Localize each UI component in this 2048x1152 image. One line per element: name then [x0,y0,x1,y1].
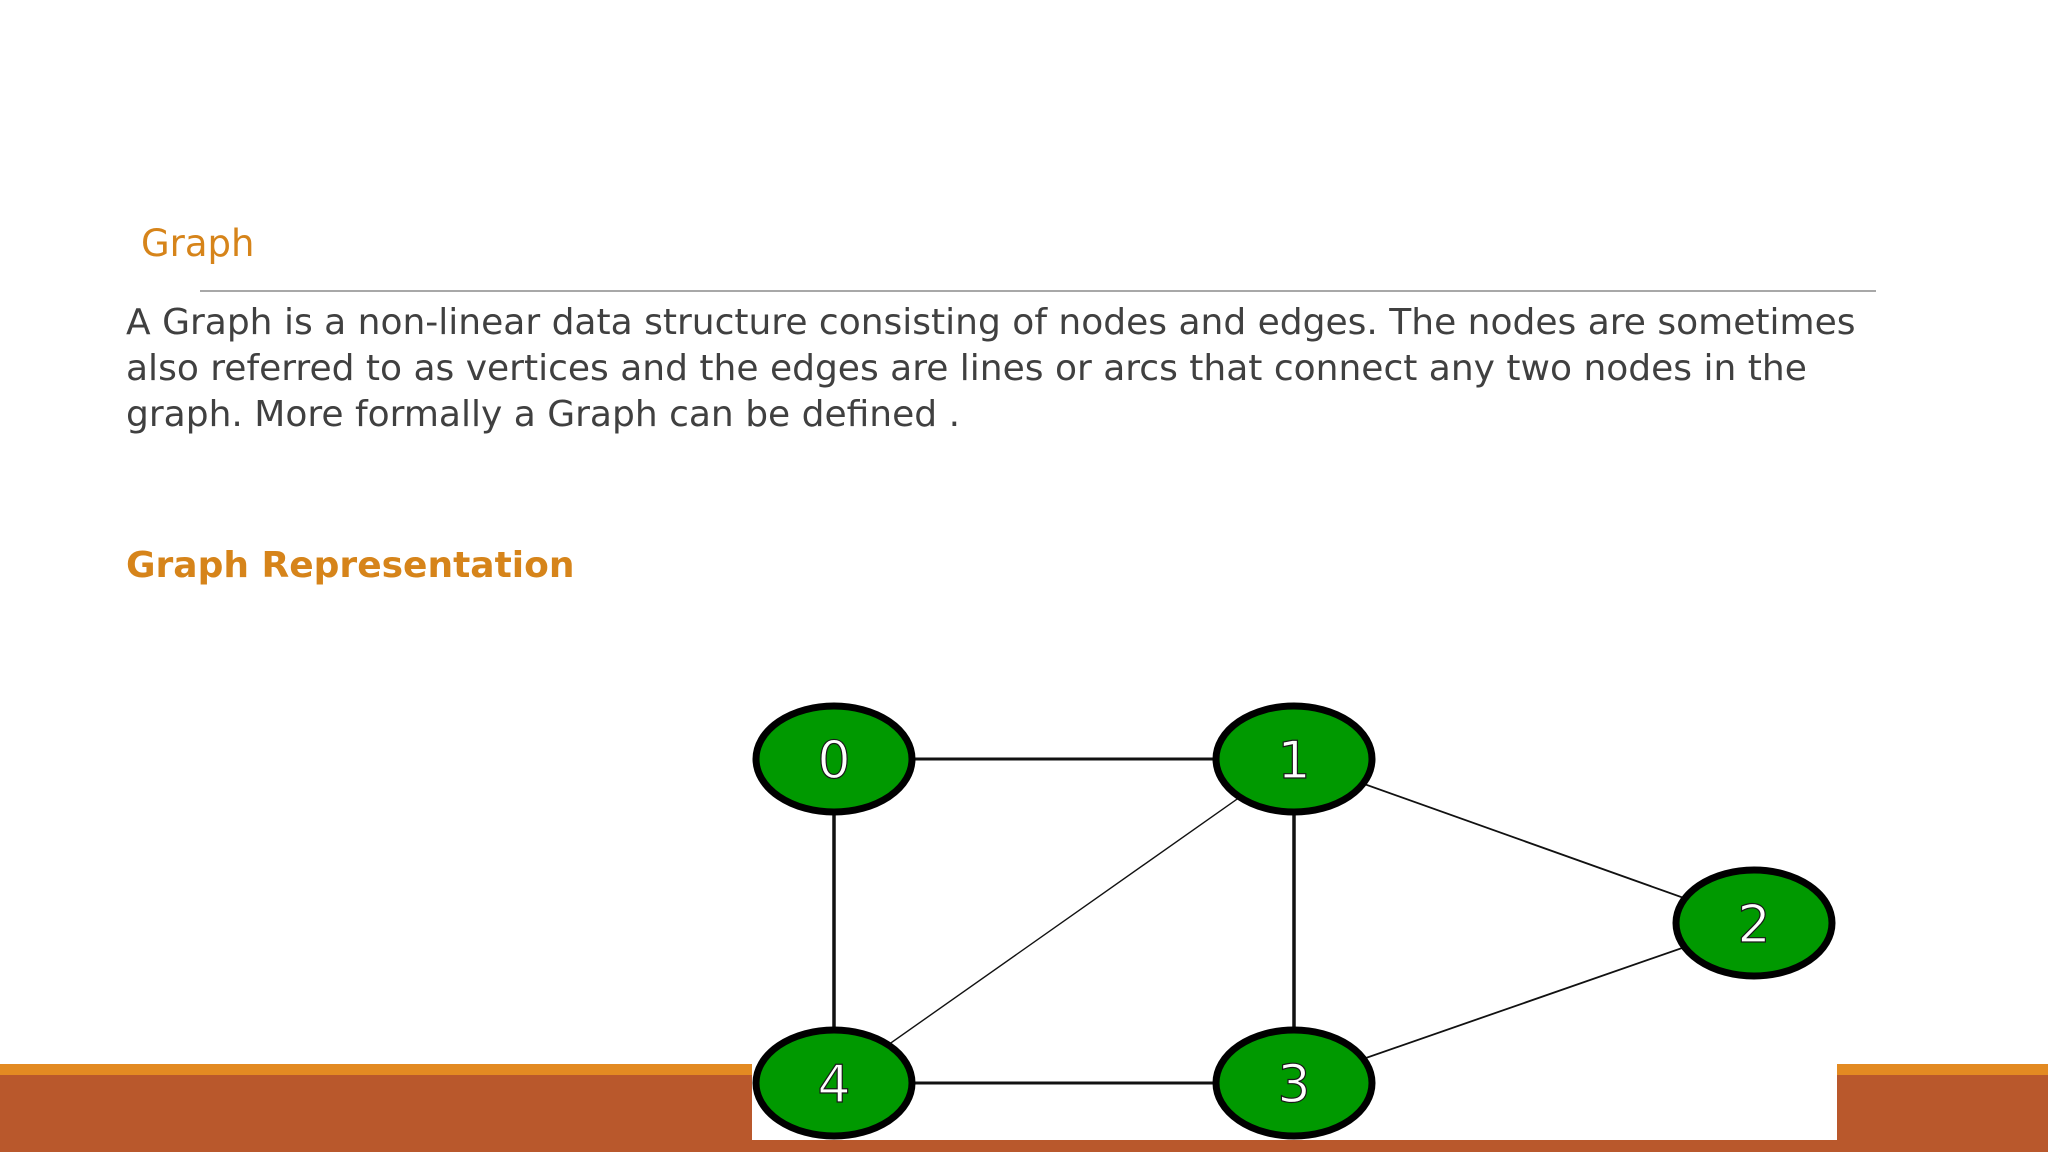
node-0: 0 [752,702,916,816]
node-0-circle [752,702,916,816]
node-2-label: 2 [1737,895,1770,955]
body-paragraph: A Graph is a non-linear data structure c… [126,302,1856,435]
node-4: 4 [752,1026,916,1140]
graph-diagram: 0 1 2 3 4 [752,702,1836,1140]
node-2: 2 [1672,866,1836,980]
node-1-label: 1 [1277,731,1310,791]
node-3-label: 3 [1277,1055,1310,1115]
graph-nodes: 0 1 2 3 4 [752,702,1836,1140]
edge-1-4 [833,758,1295,1084]
graph-figure: 0 1 2 3 4 [752,695,1837,1140]
node-1: 1 [1212,702,1376,816]
node-2-circle [1672,866,1836,980]
node-3: 3 [1212,1026,1376,1140]
title-divider [200,290,1876,292]
edge-2-3 [1293,922,1755,1084]
node-0-label: 0 [817,731,850,791]
node-1-circle [1212,702,1376,816]
subtitle-graph-representation: Graph Representation [126,545,575,586]
edge-1-2 [1293,758,1755,924]
node-4-label: 4 [817,1055,850,1115]
slide-title: Graph [141,222,255,265]
node-4-circle [752,1026,916,1140]
node-3-circle [1212,1026,1376,1140]
